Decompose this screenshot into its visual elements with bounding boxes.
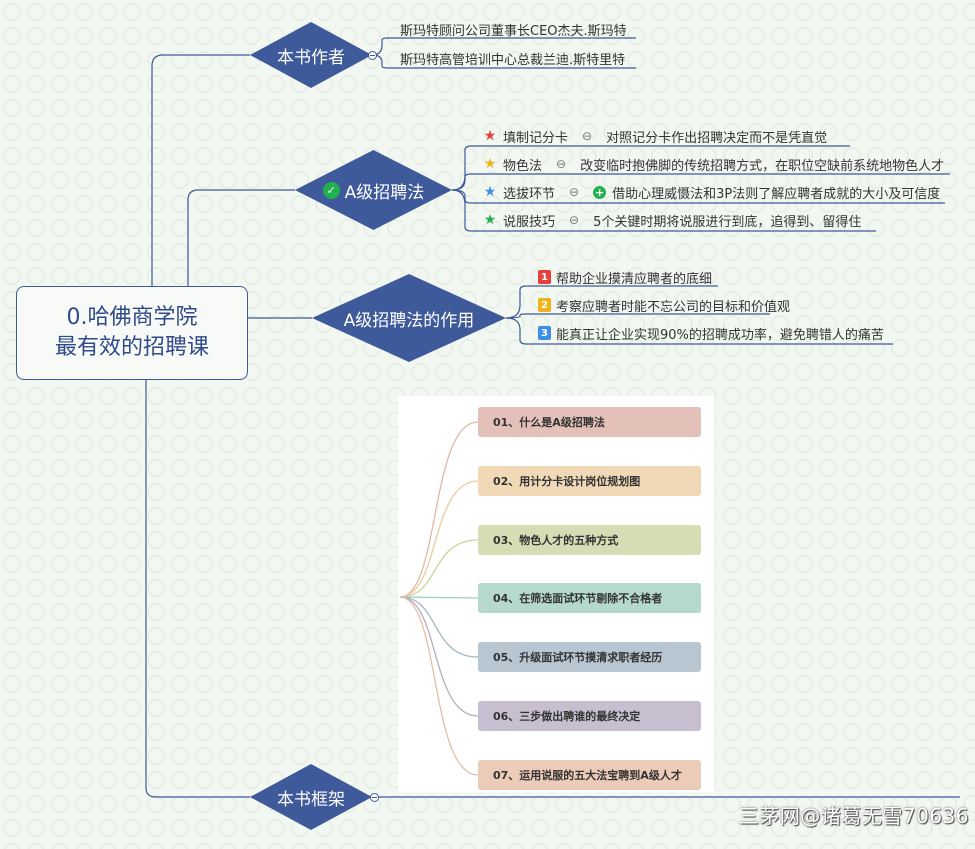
effect-item-3: 3 能真正让企业实现90%的招聘成功率，避免聘错人的痛苦: [538, 323, 884, 343]
effect-text: 能真正让企业实现90%的招聘成功率，避免聘错人的痛苦: [556, 327, 884, 343]
chapter-04[interactable]: 04、在筛选面试环节剔除不合格者: [478, 583, 701, 613]
framework-label: 本书框架: [277, 789, 345, 810]
root-node[interactable]: 0.哈佛商学院 最有效的招聘课: [16, 286, 248, 380]
method-item-desc: 改变临时抱佛脚的传统招聘方式，在职位空缺前系统地物色人才: [580, 158, 945, 174]
root-title-line1: 0.哈佛商学院: [66, 305, 198, 330]
check-circle-icon: ✓: [322, 181, 340, 199]
chapter-02[interactable]: 02、用计分卡设计岗位规划图: [478, 466, 701, 496]
green-star-icon: ★: [483, 212, 497, 228]
collapse-minus-icon[interactable]: ⊖: [569, 185, 580, 199]
chapter-05[interactable]: 05、升级面试环节摸清求职者经历: [478, 642, 701, 672]
link-authors: [151, 54, 250, 286]
method-item-name: 物色法: [503, 158, 543, 174]
method-item-source[interactable]: ★ 物色法 ⊖ 改变临时抱佛脚的传统招聘方式，在职位空缺前系统地物色人才: [483, 154, 944, 174]
blue-star-icon: ★: [483, 184, 497, 200]
collapse-minus-icon[interactable]: ⊖: [582, 129, 593, 143]
chapter-06[interactable]: 06、三步做出聘谁的最终决定: [478, 701, 701, 731]
effect-text: 帮助企业摸清应聘者的底细: [556, 271, 713, 287]
method-item-scorecard[interactable]: ★ 填制记分卡 ⊖ 对照记分卡作出招聘决定而不是凭直觉: [483, 126, 827, 146]
authors-label: 本书作者: [277, 47, 345, 68]
collapse-minus-icon[interactable]: ⊖: [556, 157, 567, 171]
authors-collapse-toggle[interactable]: [368, 51, 377, 60]
framework-collapse-toggle[interactable]: [370, 793, 379, 802]
method-item-name: 填制记分卡: [503, 130, 569, 146]
link-framework: [145, 380, 250, 798]
watermark: 三茅网@诸葛无雪70636: [738, 804, 969, 828]
number-1-icon: 1: [538, 270, 551, 284]
number-3-icon: 3: [538, 326, 551, 340]
green-plus-icon: +: [593, 185, 607, 199]
effects-label: A级招聘法的作用: [343, 310, 475, 331]
link-method: [187, 189, 295, 286]
collapse-minus-icon[interactable]: ⊖: [569, 213, 580, 227]
method-item-desc: 借助心理威慑法和3P法则了解应聘者成就的大小及可信度: [612, 186, 941, 202]
method-item-name: 选拔环节: [503, 186, 556, 202]
chapter-03[interactable]: 03、物色人才的五种方式: [478, 525, 701, 555]
yellow-star-icon: ★: [483, 156, 497, 172]
effect-item-1: 1 帮助企业摸清应聘者的底细: [538, 267, 712, 287]
effect-item-2: 2 考察应聘者时能不忘公司的目标和价值观: [538, 295, 790, 315]
effect-text: 考察应聘者时能不忘公司的目标和价值观: [556, 299, 791, 315]
method-node[interactable]: ✓ A级招聘法: [295, 150, 452, 230]
method-item-name: 说服技巧: [503, 214, 556, 230]
root-title-line2: 最有效的招聘课: [54, 335, 209, 360]
red-star-icon: ★: [483, 128, 497, 144]
authors-node[interactable]: 本书作者: [250, 22, 372, 88]
framework-node[interactable]: 本书框架: [250, 764, 372, 830]
chapter-01[interactable]: 01、什么是A级招聘法: [478, 407, 701, 437]
effects-node[interactable]: A级招聘法的作用: [312, 274, 506, 362]
method-item-desc: 5个关键时期将说服进行到底，追得到、留得住: [593, 214, 862, 230]
author-item-1: 斯玛特顾问公司董事长CEO杰夫.斯玛特: [400, 23, 627, 39]
number-2-icon: 2: [538, 298, 551, 312]
method-item-desc: 对照记分卡作出招聘决定而不是凭直觉: [606, 130, 828, 146]
method-item-persuade[interactable]: ★ 说服技巧 ⊖ 5个关键时期将说服进行到底，追得到、留得住: [483, 210, 862, 230]
method-label: A级招聘法: [344, 182, 425, 203]
method-item-select[interactable]: ★ 选拔环节 ⊖ + 借助心理威慑法和3P法则了解应聘者成就的大小及可信度: [483, 182, 940, 202]
author-item-2: 斯玛特高管培训中心总裁兰迪.斯特里特: [400, 52, 626, 68]
chapter-07[interactable]: 07、运用说服的五大法宝聘到A级人才: [478, 760, 701, 790]
